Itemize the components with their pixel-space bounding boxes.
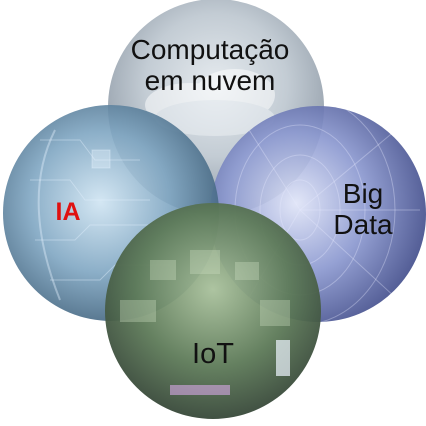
ia-label: IA [55, 198, 81, 226]
iot-circle [105, 203, 321, 419]
iot-label: IoT [192, 338, 234, 370]
big-data-label: Big Data [333, 178, 393, 241]
cloud-computing-label: Computação em nuvem [130, 34, 290, 97]
